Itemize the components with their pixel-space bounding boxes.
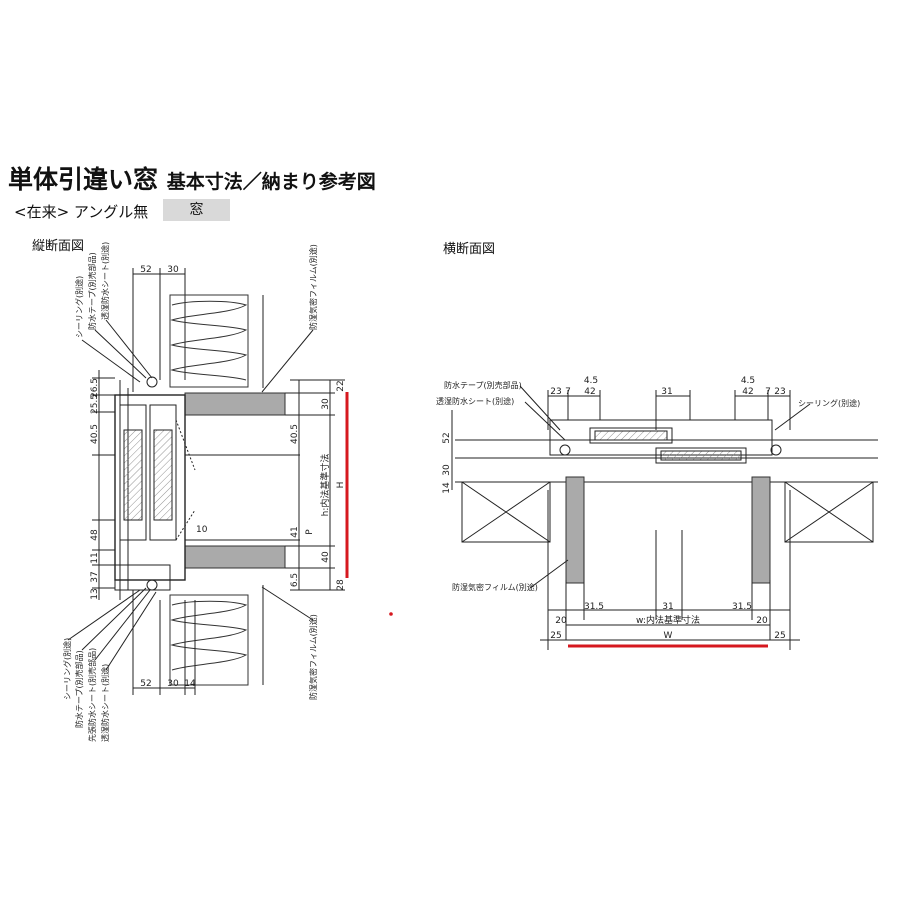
horizontal-callouts: 防水テープ(別売部品) 透湿防水シート(別途) シーリング(別途) 防湿気密フィ… — [436, 380, 860, 592]
v-right-dim-40-5: 40.5 — [290, 424, 300, 444]
h-top-dim-4-5-left: 4.5 — [584, 376, 598, 386]
v-callout-tape-bottom: 防水テープ(別売部品) — [74, 650, 84, 728]
h-bottom-dim-20-right: 20 — [756, 616, 768, 626]
v-callout-film-top: 防湿気密フィルム(別途) — [308, 244, 318, 330]
head-lintel — [184, 392, 286, 416]
v-left-dim-26-5: 26.5 — [90, 378, 100, 398]
h-W-label: W — [664, 631, 673, 641]
h-callout-tape: 防水テープ(別売部品) — [444, 380, 522, 390]
page-title: 単体引違い窓 基本寸法／納まり参考図 — [8, 165, 376, 194]
v-right-dim-40: 40 — [321, 551, 331, 563]
v-callout-sealing-top: シーリング(別途) — [74, 276, 84, 338]
h-w-label: w:内法基準寸法 — [636, 614, 700, 626]
h-left-dim-52: 52 — [442, 432, 452, 443]
v-top-dim-30: 30 — [167, 265, 179, 275]
v-left-dim-37: 37 — [90, 571, 100, 582]
v-callout-sheet-top: 透湿防水シート(別途) — [100, 242, 110, 320]
v-bottom-dim-52: 52 — [140, 679, 151, 689]
horizontal-section — [451, 385, 878, 650]
v-left-dim-48: 48 — [90, 529, 100, 541]
v-right-dim-41: 41 — [290, 526, 300, 537]
v-top-dim-52: 52 — [140, 265, 151, 275]
v-callout-tape-top: 防水テープ(別売部品) — [87, 252, 97, 330]
h-bottom-dim-31-5-left: 31.5 — [584, 602, 604, 612]
v-bottom-dim-14: 14 — [184, 679, 196, 689]
h-left-dim-30: 30 — [442, 464, 452, 476]
h-bottom-dim-31: 31 — [662, 602, 673, 612]
v-h-label: h:内法基準寸法 — [319, 454, 331, 517]
insulation-top — [169, 294, 264, 388]
red-dot — [389, 612, 393, 616]
v-inner-dim-10: 10 — [196, 525, 208, 535]
v-callout-presheet-bottom: 先張防水シート(別売部品) — [87, 648, 97, 742]
v-callout-sheet-bottom: 透湿防水シート(別途) — [100, 664, 110, 742]
h-top-dim-42-right: 42 — [742, 387, 753, 397]
insulation-bottom — [169, 585, 264, 686]
h-top-dim-23-left: 23 — [550, 387, 561, 397]
v-bottom-dim-30: 30 — [167, 679, 179, 689]
v-H-label: H — [336, 482, 346, 489]
h-bottom-dim-31-5-right: 31.5 — [732, 602, 752, 612]
vertical-section-label: 縦断面図 — [32, 239, 85, 254]
h-top-dim-23-right: 23 — [774, 387, 785, 397]
h-top-dim-7-right: 7 — [765, 387, 771, 397]
h-callout-sheet: 透湿防水シート(別途) — [436, 396, 514, 406]
v-callout-film-bottom: 防湿気密フィルム(別途) — [308, 614, 318, 700]
v-callout-sealing-bottom: シーリング(別途) — [62, 638, 72, 700]
horizontal-dim-labels: 4.5 23 7 42 31 4.5 42 7 23 52 30 14 20 3… — [442, 376, 786, 641]
v-left-dim-25-5: 25.5 — [90, 394, 100, 414]
h-top-dim-4-5-right: 4.5 — [741, 376, 755, 386]
h-left-dim-14: 14 — [442, 482, 452, 494]
v-right-dim-6-5: 6.5 — [290, 573, 300, 587]
inner-sash — [149, 404, 177, 541]
h-bottom-dim-20-left: 20 — [555, 616, 567, 626]
h-edge-dim-25-right: 25 — [774, 631, 785, 641]
page-subtitle: <在来> アングル無 — [14, 203, 149, 221]
vertical-left-dims: 26.5 25.5 40.5 48 11 37 13 — [90, 378, 100, 600]
h-top-dim-42-left: 42 — [584, 387, 595, 397]
v-right-dim-22: 22 — [336, 380, 346, 391]
h-top-dim-7-left: 7 — [565, 387, 571, 397]
vertical-dim-labels: 52 30 52 30 14 10 — [140, 265, 207, 689]
h-callout-sealing: シーリング(別途) — [798, 398, 860, 408]
category-badge: 窓 — [163, 199, 230, 221]
right-jamb — [751, 476, 771, 584]
vertical-section — [67, 268, 345, 695]
v-left-dim-40-5: 40.5 — [90, 424, 100, 444]
sill-board — [184, 545, 286, 569]
vertical-right-dims: 22 30 40.5 41 40 6.5 28 h:内法基準寸法 P H — [290, 380, 346, 590]
outer-sash — [119, 404, 147, 541]
v-right-dim-28: 28 — [336, 579, 346, 591]
v-left-dim-11: 11 — [90, 552, 100, 563]
h-top-dim-31: 31 — [661, 387, 672, 397]
v-right-dim-30: 30 — [321, 398, 331, 410]
v-left-dim-13: 13 — [90, 588, 100, 599]
h-edge-dim-25-left: 25 — [550, 631, 561, 641]
vertical-callouts: シーリング(別途) 防水テープ(別売部品) 透湿防水シート(別途) 防湿気密フィ… — [62, 242, 318, 742]
left-jamb — [565, 476, 585, 584]
h-callout-film: 防湿気密フィルム(別途) — [452, 582, 538, 592]
horizontal-section-label: 横断面図 — [443, 242, 496, 257]
v-p-label: P — [305, 529, 315, 535]
